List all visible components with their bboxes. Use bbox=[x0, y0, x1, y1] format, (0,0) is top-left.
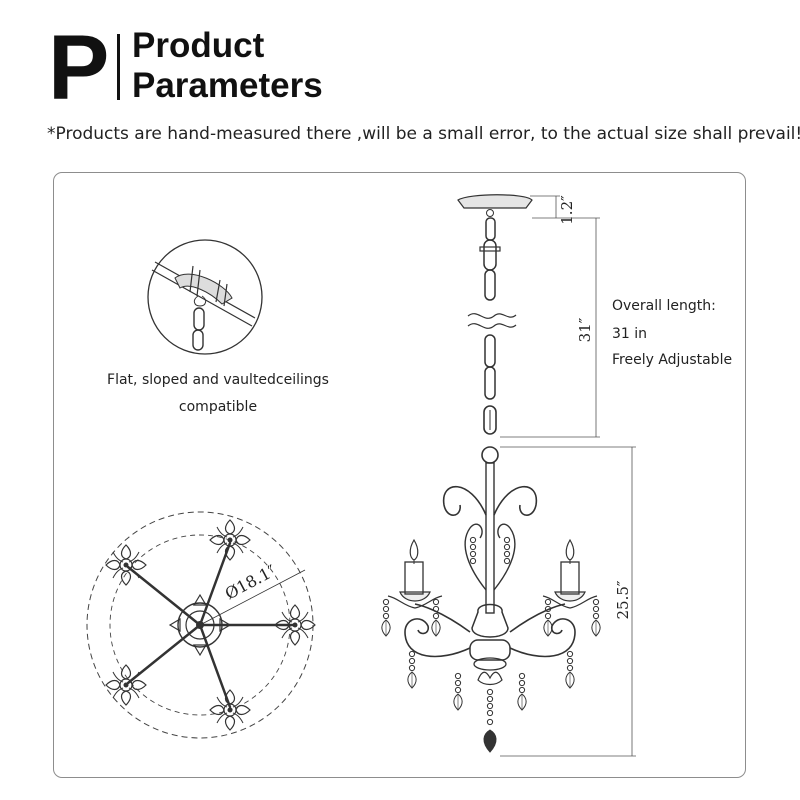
overall-length-value: 31 in bbox=[612, 326, 648, 342]
page-title: Product Parameters bbox=[132, 26, 323, 106]
adjustable-note: Freely Adjustable bbox=[612, 352, 733, 368]
ceiling-detail-illustration bbox=[147, 239, 263, 355]
diagram-panel bbox=[53, 172, 746, 778]
overall-length-label: Overall length: bbox=[612, 298, 716, 314]
measurement-note: *Products are hand-measured there ,will … bbox=[47, 124, 800, 144]
title-line-1: Product bbox=[132, 26, 265, 65]
body-height-label: 25.5″ bbox=[614, 580, 632, 619]
chandelier-side-view bbox=[381, 446, 601, 753]
ceiling-caption-line-2: compatible bbox=[178, 399, 258, 415]
canopy-height-label: 1.2″ bbox=[558, 195, 576, 225]
chain-length-label: 31″ bbox=[576, 317, 594, 342]
header-letter: P bbox=[48, 17, 110, 119]
title-line-2: Parameters bbox=[132, 66, 323, 105]
chandelier-top-view bbox=[86, 511, 316, 739]
chain-dimension-lines bbox=[500, 195, 636, 757]
diameter-label: Ø18.1″ bbox=[222, 561, 279, 603]
header-divider bbox=[117, 34, 120, 100]
chain-illustration bbox=[457, 194, 533, 435]
ceiling-caption-line-1: Flat, sloped and vaultedceilings bbox=[107, 372, 329, 388]
ceiling-caption: Flat, sloped and vaultedceilings compati… bbox=[88, 367, 348, 421]
